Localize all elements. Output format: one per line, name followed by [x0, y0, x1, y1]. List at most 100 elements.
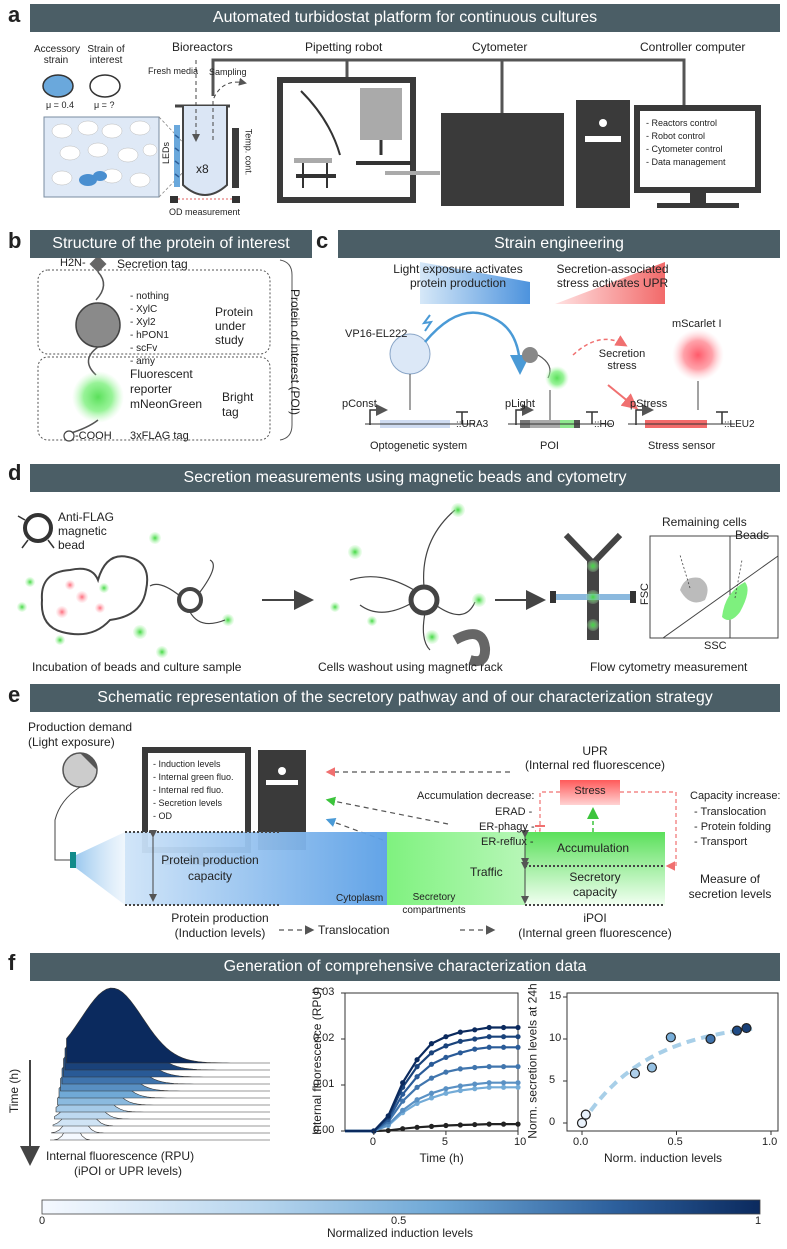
pipetting-robot-label: Pipetting robot	[305, 40, 383, 54]
ssc-label: SSC	[704, 640, 727, 652]
series-point	[457, 1050, 463, 1056]
series-point	[414, 1074, 420, 1080]
screen-item: - Induction levels	[153, 759, 221, 769]
scatter-xlabel: Norm. induction levels	[604, 1151, 723, 1165]
stress-sensor-label: Stress sensor	[648, 440, 716, 452]
scatter-point	[646, 1062, 658, 1073]
scatter-frame	[566, 992, 779, 1132]
y-tick-label: 0	[549, 1116, 556, 1128]
panel-f-letter: f	[8, 950, 16, 975]
protein-production-capacity-label: Protein production capacity	[161, 853, 259, 883]
series-point	[486, 1024, 492, 1031]
fit-curve	[580, 1026, 753, 1125]
controller-computer-label: Controller computer	[640, 40, 746, 54]
secretory-compartments-label: Secretory compartments	[402, 892, 466, 916]
line-ylabel: Internal fluorescence (RPU)	[310, 986, 325, 1136]
panel-a-banner: Automated turbidostat platform for conti…	[30, 4, 780, 32]
series-line	[345, 1046, 518, 1133]
series-point	[500, 1080, 507, 1086]
mu-interest: μ = ?	[94, 100, 115, 110]
protein-item: - nothing	[130, 291, 169, 302]
series-point	[457, 1083, 463, 1089]
scatter-point	[576, 1117, 588, 1129]
scatter-point	[731, 1025, 743, 1036]
accumulation-decrease-label: Accumulation decrease:	[417, 790, 535, 802]
pstress-label: pStress	[630, 398, 668, 410]
protein-item: - scFv	[130, 343, 158, 354]
h2n-label: H2N-	[60, 257, 86, 269]
scatter-point	[741, 1022, 752, 1034]
series-point	[443, 1054, 449, 1060]
y-tick-label: 0.00	[313, 1124, 335, 1136]
colorbar-tick: 0	[39, 1215, 46, 1227]
series-point	[428, 1095, 435, 1101]
series-point	[385, 1113, 391, 1119]
screen-item: - OD	[153, 811, 172, 821]
series-point	[486, 1121, 492, 1127]
series-point	[428, 1090, 435, 1096]
transport-item: - Transport	[694, 836, 748, 848]
series-point	[443, 1086, 449, 1092]
flag-label: 3xFLAG tag	[130, 430, 189, 442]
scatter-chart	[563, 992, 779, 1135]
series-point	[500, 1084, 507, 1090]
measure-secretion-label: Measure of secretion levels	[688, 872, 772, 901]
cytoplasm-label: Cytoplasm	[336, 893, 384, 904]
y-tick-label: 0.03	[313, 986, 335, 998]
vp16-label: VP16-EL222	[345, 328, 408, 340]
step1-label: Incubation of beads and culture sample	[32, 660, 242, 674]
beads-label: Beads	[735, 528, 770, 542]
y-tick-label: 10	[549, 1032, 562, 1044]
series-point	[414, 1084, 420, 1090]
y-tick-label: 0.01	[313, 1078, 335, 1090]
panel-d-letter: d	[8, 460, 22, 485]
cytometer-label: Cytometer	[472, 40, 528, 54]
y-tick-label: 5	[549, 1074, 556, 1086]
series-point	[400, 1091, 406, 1097]
panel-e-letter: e	[8, 682, 21, 707]
induction-levels-label: (Induction levels)	[174, 926, 266, 940]
secretion-tag-label: Secretion tag	[117, 257, 188, 271]
series-point	[486, 1084, 492, 1090]
fsc-label: FSC	[639, 583, 651, 605]
secretory-capacity-label: Secretory capacity	[569, 870, 621, 899]
series-point	[472, 1046, 478, 1052]
cooh-label: -COOH	[75, 430, 112, 442]
translocation-item: - Translocation	[694, 806, 767, 818]
series-point	[486, 1034, 492, 1040]
step2-label: Cells washout using magnetic rack	[318, 660, 503, 674]
protein-folding-item: - Protein folding	[694, 821, 772, 833]
series-point	[414, 1097, 420, 1103]
series-point	[500, 1044, 507, 1050]
mu-accessory: μ = 0.4	[46, 100, 74, 110]
fresh-media-label: Fresh media	[148, 66, 199, 76]
line-xlabel: Time (h)	[419, 1151, 464, 1165]
series-point	[515, 1064, 521, 1070]
ura3-label: ::URA3	[456, 419, 489, 430]
accessory-strain-label: Accessory strain	[34, 44, 81, 66]
series-point	[443, 1069, 449, 1075]
series-point	[515, 1084, 521, 1090]
series-point	[414, 1057, 420, 1063]
series-point	[472, 1064, 478, 1071]
colorbar	[41, 1199, 761, 1215]
series-point	[443, 1090, 449, 1096]
series-point	[414, 1124, 420, 1130]
interest-strain-cell	[89, 74, 121, 98]
production-demand-label: Production demand	[28, 720, 133, 734]
traffic-label: Traffic	[470, 865, 503, 879]
time-axis-label: Time (h)	[7, 1068, 22, 1114]
series-point	[486, 1080, 492, 1086]
x-tick-label: 10	[514, 1136, 527, 1148]
protein-item: - XylC	[130, 304, 158, 315]
series-point	[457, 1029, 463, 1035]
ho-label: ::HO	[594, 419, 615, 430]
capacity-increase-label: Capacity increase:	[690, 790, 781, 802]
light-exposure-label: Light exposure activates protein product…	[393, 262, 523, 290]
panel-f-graphics	[20, 987, 779, 1215]
panel-e-banner: Schematic representation of the secretor…	[30, 684, 780, 712]
colorbar-tick: 0.5	[391, 1215, 407, 1227]
scatter-ylabel: Norm. secretion levels at 24h	[525, 983, 540, 1139]
protein-production-label: Protein production	[171, 911, 269, 925]
